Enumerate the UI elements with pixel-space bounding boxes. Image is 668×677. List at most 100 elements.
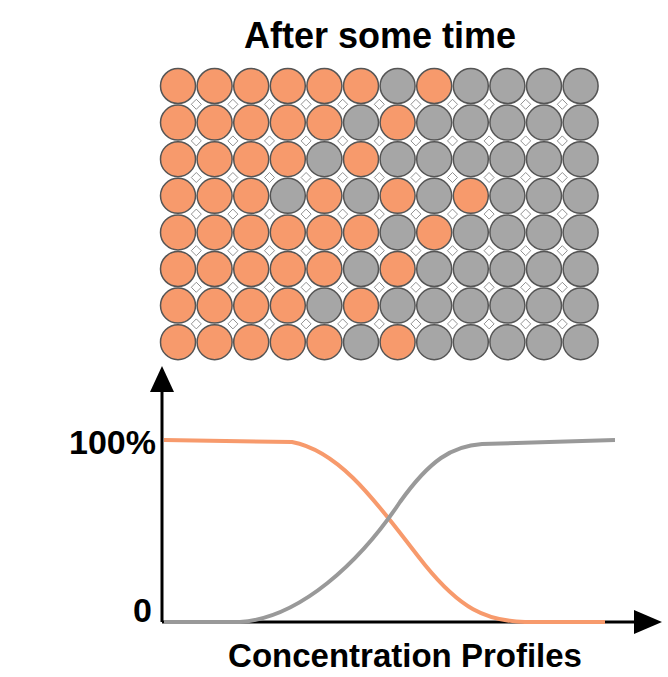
atom	[344, 215, 379, 250]
interstitial-site	[521, 99, 531, 109]
atom	[344, 325, 379, 360]
interstitial-site	[411, 282, 421, 292]
atom	[234, 142, 269, 177]
atom	[453, 288, 488, 323]
axis-title: Concentration Profiles	[228, 639, 582, 672]
atom	[417, 288, 452, 323]
atom	[490, 105, 525, 140]
interstitial-site	[338, 173, 348, 183]
atom	[380, 178, 415, 213]
atom	[527, 142, 562, 177]
interstitial-site	[521, 282, 531, 292]
atom	[380, 142, 415, 177]
interstitial-site	[191, 282, 201, 292]
atom	[307, 142, 342, 177]
interstitial-site	[301, 282, 311, 292]
interstitial-site	[521, 246, 531, 256]
grey-profile	[164, 440, 615, 622]
interstitial-site	[374, 136, 384, 146]
interstitial-site	[265, 173, 275, 183]
interstitial-site	[228, 173, 238, 183]
interstitial-site	[228, 209, 238, 219]
interstitial-site	[265, 246, 275, 256]
interstitial-site	[484, 319, 494, 329]
atom	[527, 105, 562, 140]
interstitial-site	[521, 319, 531, 329]
atom	[307, 252, 342, 287]
atom	[270, 252, 305, 287]
interstitial-site	[448, 319, 458, 329]
atom	[417, 142, 452, 177]
interstitial-site	[411, 209, 421, 219]
interstitial-site	[374, 319, 384, 329]
interstitial-site	[228, 99, 238, 109]
atom	[453, 252, 488, 287]
interstitial-site	[338, 319, 348, 329]
interstitial-site	[338, 209, 348, 219]
atom	[380, 325, 415, 360]
atom	[563, 142, 598, 177]
atom	[270, 69, 305, 104]
atom	[197, 69, 232, 104]
atom	[197, 178, 232, 213]
interstitial-site	[448, 136, 458, 146]
interstitial-site	[265, 209, 275, 219]
atom	[234, 252, 269, 287]
interstitial-site	[374, 246, 384, 256]
atom	[490, 288, 525, 323]
interstitial-site	[265, 136, 275, 146]
interstitial-site	[301, 246, 311, 256]
atom	[453, 142, 488, 177]
atom	[417, 252, 452, 287]
interstitial-site	[448, 99, 458, 109]
interstitial-site	[484, 246, 494, 256]
atom	[307, 69, 342, 104]
atom	[563, 215, 598, 250]
atom	[270, 178, 305, 213]
interstitial-site	[301, 99, 311, 109]
interstitial-site	[411, 136, 421, 146]
atom	[490, 215, 525, 250]
atom-grid	[161, 69, 599, 360]
atom	[563, 288, 598, 323]
atom	[527, 69, 562, 104]
atom	[563, 105, 598, 140]
interstitial-site	[374, 173, 384, 183]
atom	[197, 325, 232, 360]
interstitial-site	[374, 209, 384, 219]
atom	[197, 288, 232, 323]
atom	[270, 288, 305, 323]
atom	[380, 252, 415, 287]
atom	[161, 105, 196, 140]
interstitial-site	[228, 136, 238, 146]
interstitial-site	[448, 209, 458, 219]
atom	[527, 325, 562, 360]
atom	[527, 252, 562, 287]
atom	[234, 105, 269, 140]
interstitial-site	[301, 136, 311, 146]
atom	[453, 105, 488, 140]
atom	[527, 215, 562, 250]
interstitial-site	[521, 209, 531, 219]
interstitial-site	[521, 136, 531, 146]
interstitial-site	[338, 246, 348, 256]
atom	[161, 252, 196, 287]
atom	[197, 252, 232, 287]
atom	[380, 69, 415, 104]
interstitial-site	[557, 319, 567, 329]
interstitial-site	[228, 282, 238, 292]
interstitial-site	[411, 246, 421, 256]
interstitial-site	[411, 319, 421, 329]
interstitial-site	[191, 173, 201, 183]
atom	[490, 325, 525, 360]
atom	[161, 288, 196, 323]
atom	[307, 288, 342, 323]
atom	[161, 178, 196, 213]
atom	[417, 69, 452, 104]
atom	[270, 215, 305, 250]
atom	[453, 325, 488, 360]
atom	[234, 325, 269, 360]
atom	[563, 178, 598, 213]
interstitial-site	[484, 173, 494, 183]
